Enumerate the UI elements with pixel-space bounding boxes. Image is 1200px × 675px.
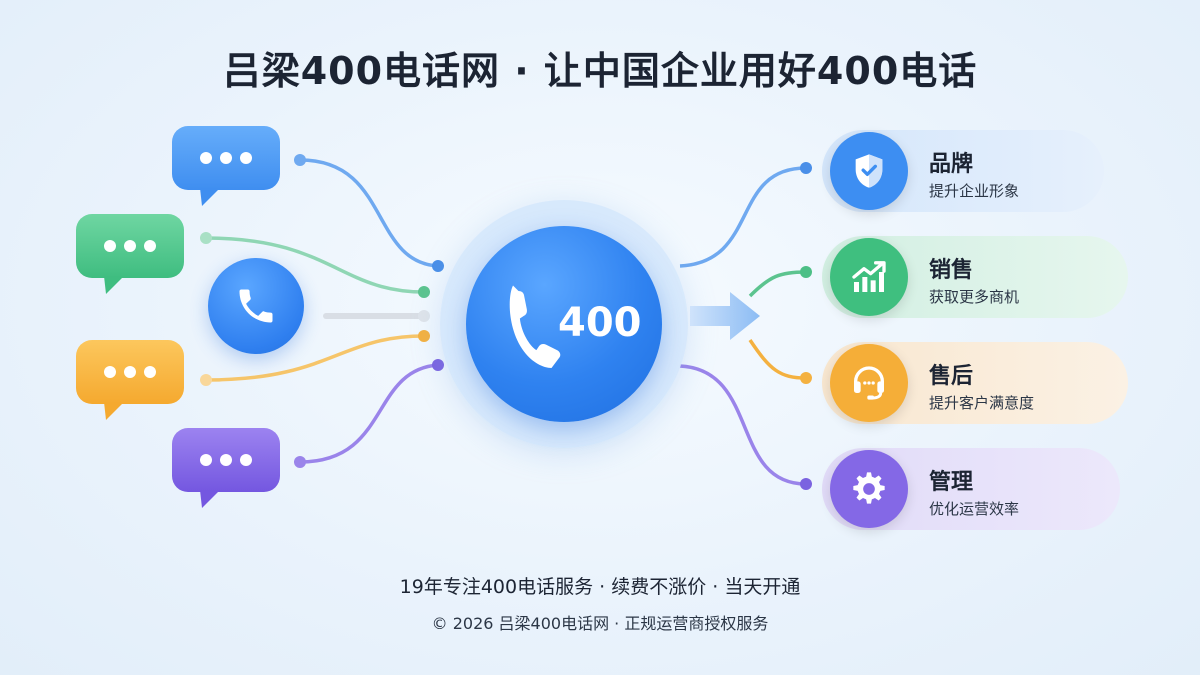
connector-line-purple-right (679, 364, 807, 486)
footer-copyright: © 2026 吕梁400电话网 · 正规运营商授权服务 (431, 614, 769, 633)
benefit-subtitle: 优化运营效率 (929, 500, 1020, 518)
arrow-right-icon (690, 292, 760, 340)
hub-number: 400 (558, 300, 642, 346)
connector-line-purple-left (299, 363, 439, 464)
phone-icon (239, 289, 273, 323)
chat-bubble-icon (172, 428, 282, 510)
connector-line-blue-right (679, 166, 807, 268)
chat-bubble-icon (76, 340, 186, 422)
benefit-title: 售后 (929, 364, 974, 389)
connector-line-green-left (205, 236, 425, 294)
connector-dot (418, 330, 430, 342)
chat-bubble-icon (76, 214, 186, 296)
benefit-icon-brand (830, 132, 908, 210)
gear-icon (853, 472, 885, 504)
benefit-icon-aftersales (830, 344, 908, 422)
headset-icon (854, 366, 884, 400)
connector-dot (432, 359, 444, 371)
connector-dot (418, 286, 430, 298)
benefit-subtitle: 提升客户满意度 (929, 394, 1035, 412)
shield-icon (855, 154, 883, 188)
connector-dot (800, 478, 812, 490)
page-title: 吕梁400电话网 · 让中国企业用好400电话 (222, 49, 978, 93)
connector-dot (294, 154, 306, 166)
connector-dot (800, 162, 812, 174)
connector-line-yellow-left (205, 334, 425, 382)
connector-dot (800, 372, 812, 384)
connector-dot (432, 260, 444, 272)
benefit-title: 销售 (929, 258, 974, 283)
connector-dot (418, 310, 430, 322)
hub-400-circle: 400 (466, 226, 662, 422)
connector-dot (800, 266, 812, 278)
chat-bubble-icon (172, 126, 282, 208)
connector-dot (200, 232, 212, 244)
benefit-title: 品牌 (929, 152, 974, 177)
growth-chart-icon (852, 261, 886, 292)
benefit-icon-sales (830, 238, 908, 316)
connector-dot (200, 374, 212, 386)
phone-icon (509, 285, 561, 368)
connector-line-yellow-right (748, 339, 807, 380)
connector-dot (294, 456, 306, 468)
phone-channel-badge (208, 258, 304, 354)
benefit-icon-management (830, 450, 908, 528)
benefit-title: 管理 (929, 470, 974, 495)
connector-line-blue-left (299, 158, 439, 268)
footer-tagline: 19年专注400电话服务 · 续费不涨价 · 当天开通 (399, 576, 801, 598)
benefit-subtitle: 获取更多商机 (929, 288, 1020, 306)
benefit-subtitle: 提升企业形象 (929, 182, 1020, 200)
connector-line-green-right (748, 270, 807, 298)
